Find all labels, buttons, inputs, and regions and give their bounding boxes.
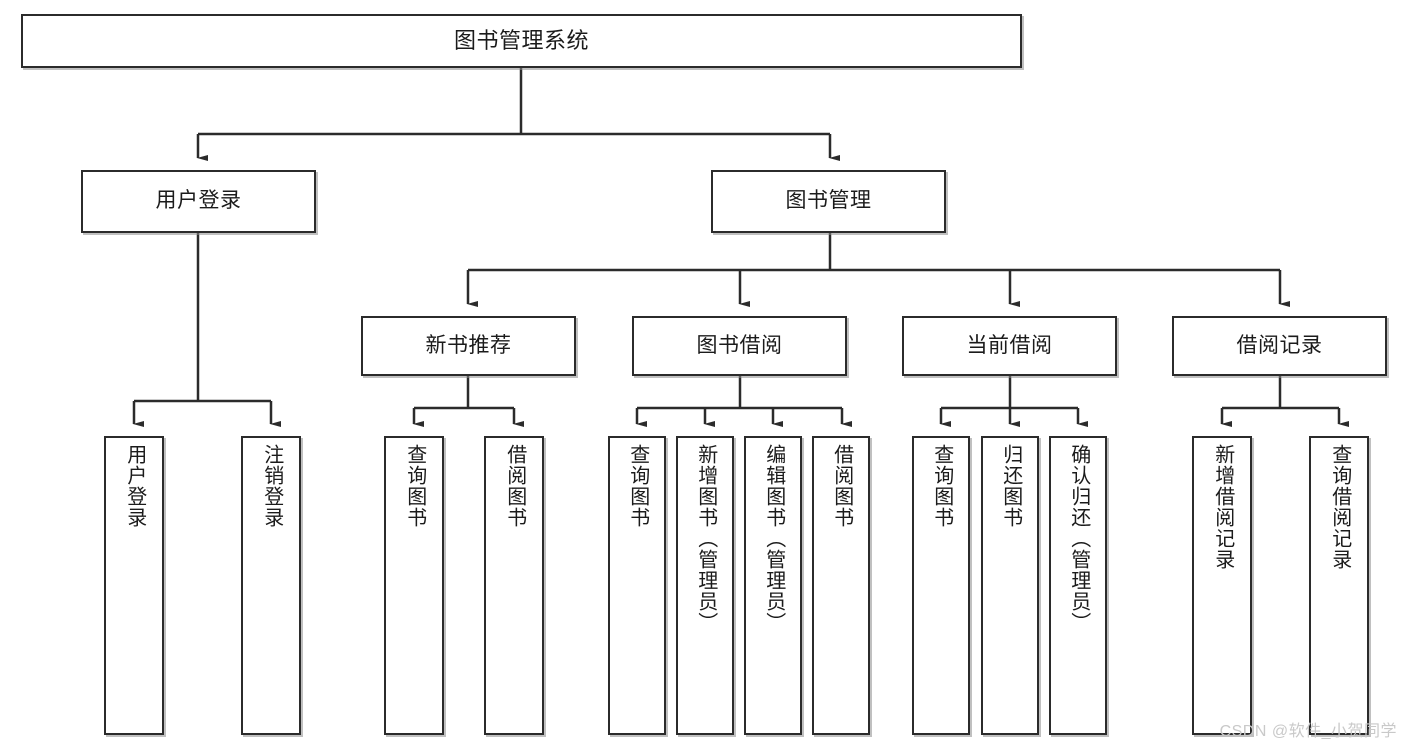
node-leaf-edit-book[interactable]: 编辑图书（管理员） — [744, 436, 802, 735]
node-leaf-user-login[interactable]: 用户登录 — [104, 436, 164, 735]
node-new-book-recommend-label: 新书推荐 — [425, 333, 512, 357]
node-leaf-return-book-label: 归还图书 — [999, 444, 1022, 528]
node-leaf-logout[interactable]: 注销登录 — [241, 436, 301, 735]
node-leaf-borrow-book-2[interactable]: 借阅图书 — [812, 436, 870, 735]
node-leaf-query-book-3[interactable]: 查询图书 — [912, 436, 970, 735]
node-leaf-logout-label: 注销登录 — [260, 444, 283, 528]
node-leaf-query-book-3-label: 查询图书 — [930, 444, 953, 528]
node-leaf-borrow-book-2-label: 借阅图书 — [830, 444, 853, 528]
node-leaf-add-book[interactable]: 新增图书（管理员） — [676, 436, 734, 735]
node-new-book-recommend[interactable]: 新书推荐 — [361, 316, 576, 376]
node-user-login[interactable]: 用户登录 — [81, 170, 316, 233]
node-leaf-add-record[interactable]: 新增借阅记录 — [1192, 436, 1252, 735]
node-book-borrow-label: 图书借阅 — [696, 333, 783, 357]
node-borrow-record[interactable]: 借阅记录 — [1172, 316, 1387, 376]
node-leaf-confirm-return[interactable]: 确认归还（管理员） — [1049, 436, 1107, 735]
node-root[interactable]: 图书管理系统 — [21, 14, 1022, 68]
node-leaf-add-book-label: 新增图书（管理员） — [694, 444, 717, 633]
node-user-login-label: 用户登录 — [155, 189, 242, 213]
node-book-borrow[interactable]: 图书借阅 — [632, 316, 847, 376]
node-leaf-query-record[interactable]: 查询借阅记录 — [1309, 436, 1369, 735]
node-leaf-confirm-return-label: 确认归还（管理员） — [1067, 444, 1090, 633]
node-borrow-record-label: 借阅记录 — [1236, 333, 1323, 357]
node-leaf-add-record-label: 新增借阅记录 — [1211, 444, 1234, 570]
node-leaf-query-record-label: 查询借阅记录 — [1328, 444, 1351, 570]
node-book-manage[interactable]: 图书管理 — [711, 170, 946, 233]
node-root-label: 图书管理系统 — [453, 28, 589, 54]
node-leaf-user-login-label: 用户登录 — [123, 444, 146, 528]
node-leaf-borrow-book-1[interactable]: 借阅图书 — [484, 436, 544, 735]
node-leaf-return-book[interactable]: 归还图书 — [981, 436, 1039, 735]
node-leaf-query-book-1[interactable]: 查询图书 — [384, 436, 444, 735]
node-leaf-query-book-2-label: 查询图书 — [626, 444, 649, 528]
node-leaf-query-book-2[interactable]: 查询图书 — [608, 436, 666, 735]
node-leaf-borrow-book-1-label: 借阅图书 — [503, 444, 526, 528]
node-current-borrow-label: 当前借阅 — [966, 333, 1053, 357]
node-leaf-query-book-1-label: 查询图书 — [403, 444, 426, 528]
node-book-manage-label: 图书管理 — [785, 189, 872, 213]
node-current-borrow[interactable]: 当前借阅 — [902, 316, 1117, 376]
node-leaf-edit-book-label: 编辑图书（管理员） — [762, 444, 785, 633]
